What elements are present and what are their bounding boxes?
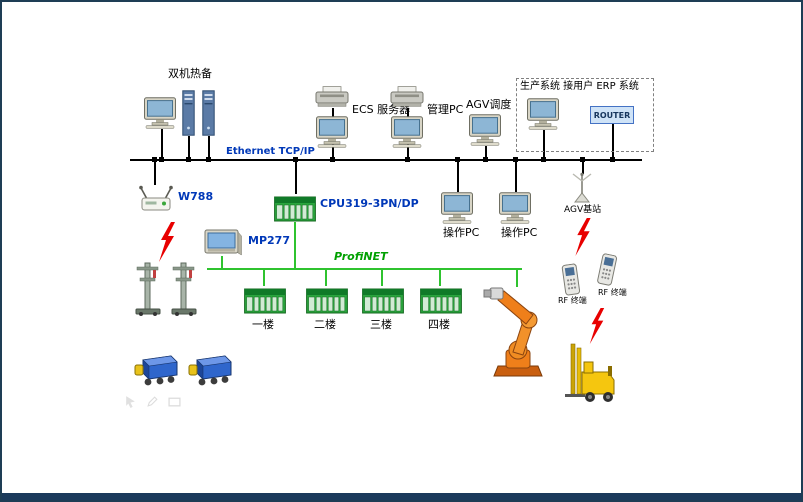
profinet-connector-line [263,270,265,286]
mp277-hmi-icon [204,228,242,256]
connector-line [515,161,517,192]
profinet-connector-line [381,270,383,286]
management-pc-label: 管理PC [427,103,464,116]
floor2-plc-icon [306,286,348,314]
floor1-label: 一楼 [252,318,274,331]
connector-line [485,146,487,160]
bus-tap [206,157,211,162]
agv-dispatch-label: AGV调度 [466,98,512,111]
agv-base-label: AGV基站 [564,205,602,215]
rectangle-tool-icon [168,395,181,408]
bus-tap [186,157,191,162]
profinet-connector-line [325,270,327,286]
cursor-tool-icon [124,395,137,408]
workstation-icon [143,97,177,129]
bus-tap [580,157,585,162]
agv-dispatch-pc-icon [468,114,502,146]
conveyor-machine-icon [188,352,232,388]
profinet-connector-line [439,270,441,286]
wireless-link-lightning-icon [574,218,592,256]
profinet-bus-label: ProfiNET [334,250,388,263]
mp277-label: MP277 [248,234,290,247]
rf-terminal-icon [560,263,582,297]
wireless-link-lightning-icon [588,308,606,344]
printer-icon [314,86,350,108]
pencil-tool-icon [146,395,159,408]
connector-line [208,136,210,160]
connector-line [457,161,459,192]
rf-terminal-icon [595,252,619,287]
industrial-robot-icon [480,284,552,380]
connector-line [582,161,584,174]
connector-line [295,161,297,194]
bus-tap [405,157,410,162]
connector-line [188,136,190,160]
ecs-server-pc-icon [315,116,349,148]
operator-pc-label: 操作PC [443,226,480,239]
ethernet-bus-line [130,159,642,161]
erp-system-box [516,78,654,152]
operator-pc-icon [498,192,532,224]
bus-tap [293,157,298,162]
operator-pc-label: 操作PC [501,226,538,239]
profinet-connector-line [516,270,518,287]
conveyor-machine-icon [134,352,178,388]
connector-line [161,129,163,160]
operator-pc-icon [440,192,474,224]
erp-system-title: 生产系统 接用户 ERP 系统 [520,81,639,92]
rf-terminal-label: RF 终端 [558,296,587,305]
stacker-crane-icon [170,262,198,316]
wireless-link-lightning-icon [158,222,176,262]
forklift-icon [564,342,622,404]
server-tower-icon [202,90,215,136]
server-tower-icon [182,90,195,136]
slide-bottom-bar [2,493,801,500]
router-box: ROUTER [590,106,634,124]
cpu319-label: CPU319-3PN/DP [320,197,419,210]
stacker-crane-icon [134,262,162,316]
bus-tap [541,157,546,162]
floor3-label: 三楼 [370,318,392,331]
floor3-plc-icon [362,286,404,314]
bus-tap [152,157,157,162]
floor2-label: 二楼 [314,318,336,331]
bus-tap [330,157,335,162]
erp-pc-icon [526,98,560,130]
agv-base-antenna-icon [568,172,596,204]
profinet-connector-line [221,256,223,269]
dual-standby-label: 双机热备 [168,67,212,80]
profinet-bus-line [207,268,522,270]
ethernet-bus-label: Ethernet TCP/IP [226,146,315,157]
profinet-connector-line [294,222,296,269]
bus-tap [455,157,460,162]
floor1-plc-icon [244,286,286,314]
bus-tap [513,157,518,162]
bus-tap [159,157,164,162]
management-pc-icon [390,116,424,148]
floor4-plc-icon [420,286,462,314]
connector-line [543,130,545,160]
bus-tap [483,157,488,162]
floor4-label: 四楼 [428,318,450,331]
bus-tap [610,157,615,162]
cpu319-plc-icon [274,194,316,222]
w788-access-point-icon [138,185,174,213]
rf-terminal-label: RF 终端 [598,288,627,297]
connector-line [612,124,614,160]
connector-line [154,161,156,185]
w788-label: W788 [178,190,214,203]
printer-icon [389,86,425,108]
